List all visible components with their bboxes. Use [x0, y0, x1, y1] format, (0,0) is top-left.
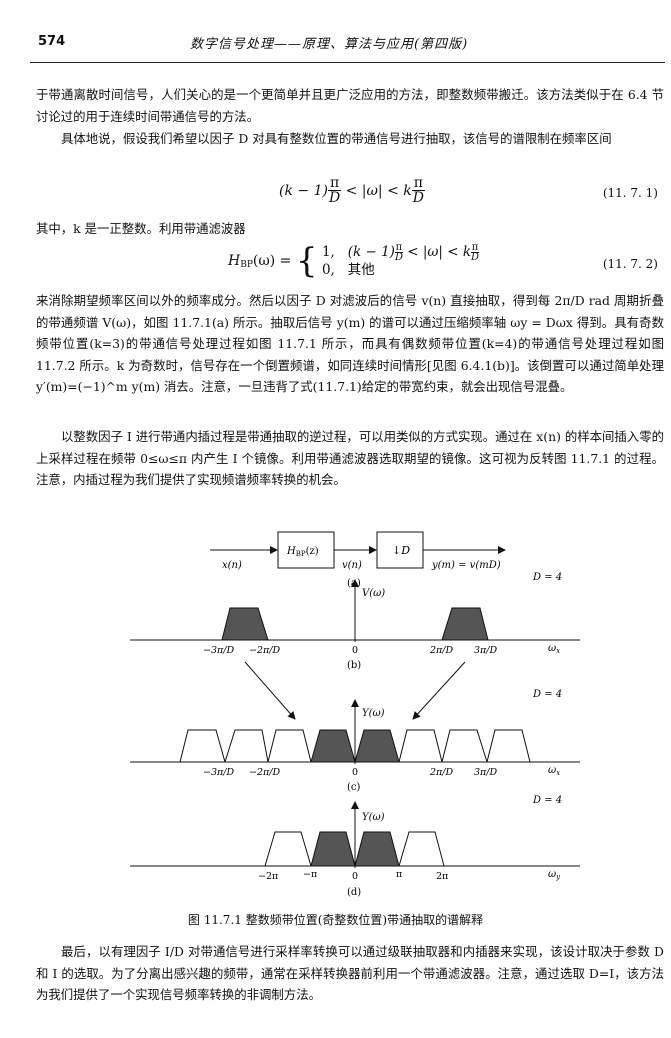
panel-d-tick-3: π — [396, 869, 402, 880]
eq1-frac-num: π — [327, 175, 342, 191]
panel-b-tick-2: 0 — [352, 645, 358, 656]
paragraph-3: 其中，k 是一正整数。利用带通滤波器 — [36, 221, 246, 236]
header-rule — [30, 62, 665, 63]
panel-d-tick-4: 2π — [436, 871, 448, 882]
arrow-left — [244, 661, 296, 720]
bandpass-filter-block — [277, 531, 335, 569]
paragraph-1: 于带通离散时间信号，人们关心的是一个更简单并且更广泛应用的方法，即整数频带搬迁。… — [36, 87, 664, 124]
panel-c: Y(ω) D = 4 −3π/D −2π/D 0 2π/D 3π/D ωx (c… — [130, 689, 580, 793]
panel-c-image-4 — [398, 729, 443, 763]
eq1-frac2-den: D — [412, 190, 424, 206]
panel-c-image-2 — [224, 729, 269, 763]
eq1-middle: < |ω| < k — [341, 183, 412, 199]
block-output-label: y(m) = v(mD) — [431, 560, 501, 571]
eq2-case1-cond-a: (k − 1) — [347, 244, 395, 260]
panel-d-band-right — [354, 831, 400, 867]
panel-b-axis-label: ωx — [548, 643, 560, 655]
block-diagram: x(n) HBP(z) v(n) ↓D y(m) = v(mD) (a) — [210, 531, 506, 589]
block-decimator-label: ↓D — [392, 544, 410, 557]
eq2-case1-cond-b: < |ω| < k — [402, 244, 472, 260]
panel-d-label: (d) — [347, 887, 361, 898]
panel-c-tick-2: 0 — [352, 767, 358, 778]
panel-c-image-6 — [486, 729, 531, 763]
page-number: 574 — [38, 34, 66, 49]
panel-b-label: (b) — [347, 660, 361, 671]
panel-b-tick-3: 2π/D — [429, 645, 453, 656]
panel-d-ylabel: Y(ω) — [362, 812, 385, 823]
panel-b: V(ω) D = 4 −3π/D −2π/D 0 2π/D 3π/D ωx (b… — [130, 572, 580, 671]
panel-d: Y(ω) D = 4 −2π −π 0 π 2π ωy (d) — [130, 795, 580, 898]
panel-c-tick-3: 2π/D — [429, 767, 453, 778]
panel-c-image-3 — [267, 729, 312, 763]
panel-b-tick-4: 3π/D — [474, 645, 497, 656]
eq2-lhs-arg: (ω) = — [252, 253, 292, 269]
panel-d-tick-1: −π — [303, 869, 317, 880]
block-filter-label: HBP(z) — [286, 546, 319, 558]
panel-d-tick-2: 0 — [352, 871, 358, 882]
panel-c-label: (c) — [347, 782, 361, 793]
panel-c-band-left — [310, 729, 356, 763]
panel-d-tick-0: −2π — [258, 871, 278, 882]
panel-c-tick-0: −3π/D — [203, 767, 234, 778]
decimator-block — [376, 531, 424, 569]
eq2-brace: { — [295, 241, 318, 281]
arrow-right — [412, 661, 466, 720]
eq1-frac2-num: π — [411, 175, 425, 191]
panel-a-label: (a) — [347, 578, 361, 589]
eq2-sf2-num: π — [471, 242, 480, 253]
block-mid-label: v(n) — [342, 560, 362, 571]
panel-c-d-label: D = 4 — [532, 689, 562, 700]
panel-b-tick-1: −2π/D — [249, 645, 280, 656]
eq2-sf1-den: D — [394, 252, 403, 263]
panel-d-image-left — [264, 831, 312, 867]
panel-b-d-label: D = 4 — [532, 572, 562, 583]
panel-c-axis-label: ωx — [548, 765, 560, 777]
paragraph-6: 最后，以有理因子 I/D 对带通信号进行采样率转换可以通过级联抽取器和内插器来实… — [36, 944, 664, 1002]
paragraph-5: 以整数因子 I 进行带通内插过程是带通抽取的逆过程，可以用类似的方式实现。通过在… — [36, 429, 664, 487]
panel-c-band-right — [354, 729, 400, 763]
panel-d-band-left — [310, 831, 356, 867]
eq2-lhs-sub: BP — [240, 260, 253, 270]
eq2-number: (11. 7. 2) — [602, 257, 658, 271]
eq2-sf2-den: D — [471, 252, 480, 263]
panel-c-tick-4: 3π/D — [474, 767, 497, 778]
panel-b-band-right — [441, 607, 489, 641]
panel-b-ylabel: V(ω) — [362, 588, 385, 599]
panel-d-image-right — [398, 831, 445, 867]
eq2-case2-cond: 其他 — [347, 262, 375, 278]
panel-c-image-5 — [441, 729, 488, 763]
block-input-label: x(n) — [222, 560, 242, 571]
panel-c-ylabel: Y(ω) — [362, 708, 385, 719]
panel-b-tick-0: −3π/D — [203, 645, 234, 656]
running-title: 数字信号处理——原理、算法与应用(第四版) — [190, 37, 469, 52]
panel-d-axis-label: ωy — [548, 869, 561, 881]
eq1-frac-den: D — [328, 190, 341, 206]
eq2-lhs: H — [228, 253, 241, 269]
paragraph-2: 具体地说，假设我们希望以因子 D 对具有整数位置的带通信号进行抽取，该信号的谱限… — [61, 131, 612, 146]
eq2-sf1-num: π — [394, 242, 403, 253]
panel-c-tick-1: −2π/D — [249, 767, 280, 778]
page-header: 574 数字信号处理——原理、算法与应用(第四版) — [30, 30, 660, 52]
eq2-case1-value: 1, — [321, 244, 335, 260]
panel-c-image-1 — [179, 729, 226, 763]
eq1-number: (11. 7. 1) — [602, 186, 658, 200]
eq1-left: (k − 1) — [279, 183, 328, 199]
eq2-case2-value: 0, — [321, 262, 335, 278]
paragraph-4: 来消除期望频率区间以外的频率成分。然后以因子 D 对滤波后的信号 v(n) 直接… — [36, 293, 664, 394]
panel-d-d-label: D = 4 — [532, 795, 562, 806]
panel-b-band-left — [221, 607, 269, 641]
figure-caption: 图 11.7.1 整数频带位置(奇整数位置)带通抽取的谱解释 — [187, 913, 484, 927]
